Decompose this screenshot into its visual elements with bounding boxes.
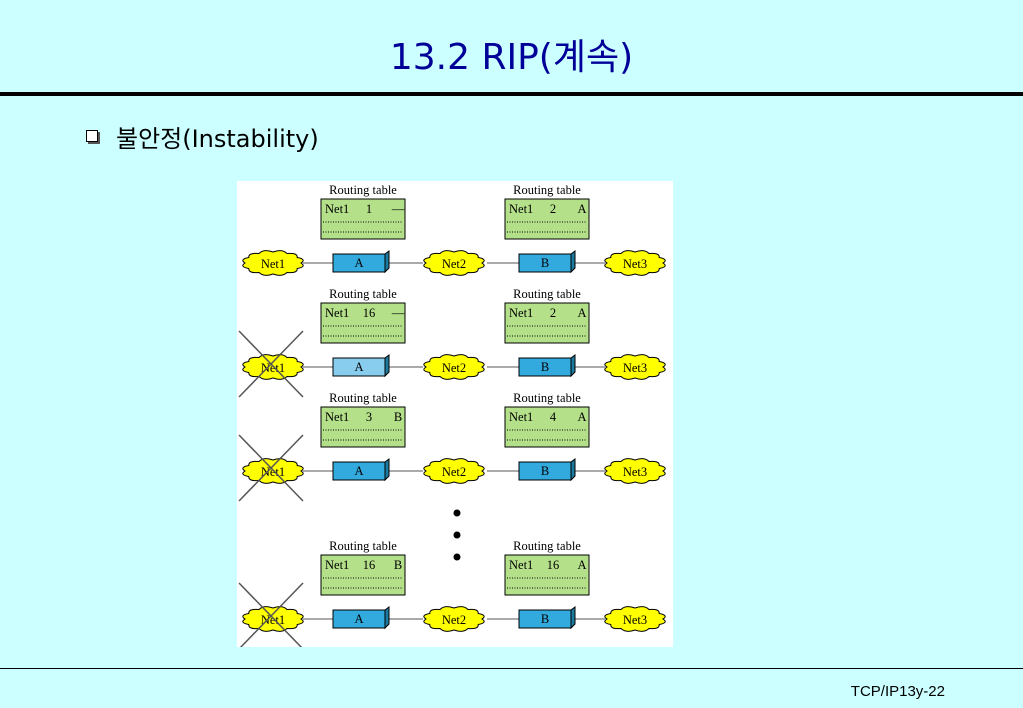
network-cloud bbox=[423, 606, 485, 632]
table-next-hop-cell: B bbox=[394, 410, 402, 424]
table-cost-cell: 16 bbox=[363, 306, 376, 320]
router-label: B bbox=[541, 612, 549, 626]
ellipsis-dot bbox=[453, 553, 461, 561]
network-cloud bbox=[604, 458, 666, 484]
bullet-text: 불안정(Instability) bbox=[116, 124, 319, 153]
table-cost-cell: 16 bbox=[547, 558, 560, 572]
router-label: A bbox=[354, 464, 363, 478]
network-cloud bbox=[604, 606, 666, 632]
network-label: Net3 bbox=[623, 465, 647, 479]
network-cloud bbox=[604, 354, 666, 380]
network-cloud bbox=[423, 354, 485, 380]
router-box bbox=[518, 357, 572, 377]
table-cost-cell: 4 bbox=[550, 410, 557, 424]
routing-table-title: Routing table bbox=[513, 391, 581, 405]
table-net-cell: Net1 bbox=[509, 410, 533, 424]
table-next-hop-cell: A bbox=[577, 202, 586, 216]
router-label: A bbox=[354, 360, 363, 374]
table-cost-cell: 16 bbox=[363, 558, 376, 572]
network-label: Net2 bbox=[442, 465, 466, 479]
network-cloud bbox=[423, 250, 485, 276]
router-label: B bbox=[541, 464, 549, 478]
network-label: Net1 bbox=[261, 465, 285, 479]
router-box bbox=[518, 609, 572, 629]
ellipsis-dot bbox=[453, 509, 461, 517]
routing-table-title: Routing table bbox=[329, 183, 397, 197]
routing-table-title: Routing table bbox=[329, 539, 397, 553]
router-side bbox=[570, 250, 576, 274]
router-side bbox=[384, 458, 390, 482]
footer-divider bbox=[0, 668, 1023, 669]
router-box bbox=[518, 461, 572, 481]
router-box bbox=[332, 357, 386, 377]
bullet-item: 불안정(Instability) bbox=[86, 116, 319, 156]
page-title: 13.2 RIP(계속) bbox=[389, 37, 634, 78]
router-box bbox=[518, 253, 572, 273]
table-cost-cell: 1 bbox=[366, 202, 372, 216]
table-net-cell: Net1 bbox=[509, 306, 533, 320]
routing-table-title: Routing table bbox=[513, 287, 581, 301]
table-net-cell: Net1 bbox=[325, 558, 349, 572]
network-cloud bbox=[423, 458, 485, 484]
network-label: Net3 bbox=[623, 361, 647, 375]
title-divider bbox=[0, 92, 1023, 96]
table-next-hop-cell: B bbox=[394, 558, 402, 572]
network-label: Net2 bbox=[442, 257, 466, 271]
table-net-cell: Net1 bbox=[325, 202, 349, 216]
routing-table-title: Routing table bbox=[329, 287, 397, 301]
routing-table-title: Routing table bbox=[329, 391, 397, 405]
router-side bbox=[384, 606, 390, 630]
router-box bbox=[332, 609, 386, 629]
table-next-hop-cell: — bbox=[391, 306, 405, 320]
table-cost-cell: 2 bbox=[550, 306, 556, 320]
failure-cross-line bbox=[239, 582, 304, 647]
table-next-hop-cell: A bbox=[577, 410, 586, 424]
network-label: Net2 bbox=[442, 361, 466, 375]
router-side bbox=[570, 354, 576, 378]
router-side bbox=[570, 458, 576, 482]
network-label: Net2 bbox=[442, 613, 466, 627]
network-cloud bbox=[604, 250, 666, 276]
table-next-hop-cell: A bbox=[577, 558, 586, 572]
router-side bbox=[384, 250, 390, 274]
table-net-cell: Net1 bbox=[509, 202, 533, 216]
network-label: Net1 bbox=[261, 613, 285, 627]
network-label: Net3 bbox=[623, 257, 647, 271]
table-next-hop-cell: — bbox=[391, 202, 405, 216]
router-label: B bbox=[541, 360, 549, 374]
routing-table-title: Routing table bbox=[513, 183, 581, 197]
routing-table-title: Routing table bbox=[513, 539, 581, 553]
network-label: Net1 bbox=[261, 361, 285, 375]
router-label: A bbox=[354, 612, 363, 626]
router-label: B bbox=[541, 256, 549, 270]
table-cost-cell: 2 bbox=[550, 202, 556, 216]
network-cloud bbox=[242, 250, 304, 276]
ellipsis-dot bbox=[453, 531, 461, 539]
failure-cross-line bbox=[238, 330, 304, 398]
table-next-hop-cell: A bbox=[577, 306, 586, 320]
table-net-cell: Net1 bbox=[509, 558, 533, 572]
router-label: A bbox=[354, 256, 363, 270]
square-bullet-icon bbox=[86, 130, 98, 142]
network-label: Net3 bbox=[623, 613, 647, 627]
router-box bbox=[332, 461, 386, 481]
router-side bbox=[570, 606, 576, 630]
router-box bbox=[332, 253, 386, 273]
router-side bbox=[384, 354, 390, 378]
table-net-cell: Net1 bbox=[325, 410, 349, 424]
network-label: Net1 bbox=[261, 257, 285, 271]
table-net-cell: Net1 bbox=[325, 306, 349, 320]
failure-cross-line bbox=[238, 434, 304, 502]
table-cost-cell: 3 bbox=[366, 410, 372, 424]
slide-footer: TCP/IP13y-22 bbox=[850, 683, 945, 700]
